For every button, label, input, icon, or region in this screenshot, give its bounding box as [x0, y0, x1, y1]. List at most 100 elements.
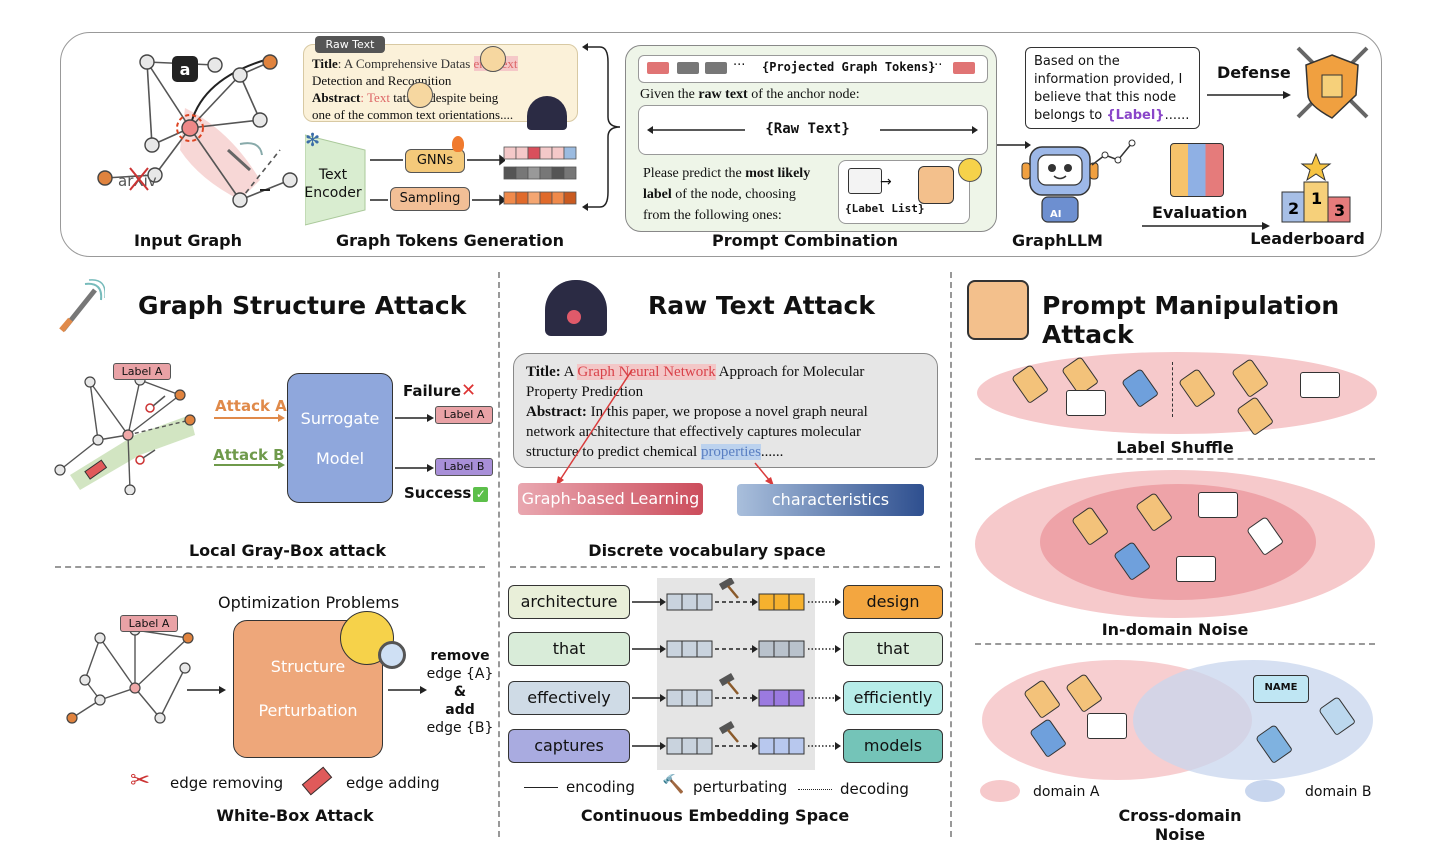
defense-arrow	[1207, 91, 1291, 99]
gnns-box: GNNs	[405, 149, 465, 173]
shuffle-divider	[1172, 362, 1173, 417]
perturbed-cell	[788, 689, 805, 707]
embedding-cell	[681, 737, 698, 755]
hammer-icon	[718, 673, 735, 687]
hammer-legend-icon: 🔨	[662, 774, 685, 795]
hands-icon	[918, 166, 954, 204]
embedding-cell	[681, 593, 698, 611]
ai-tag: AI	[1050, 209, 1061, 220]
legend-decoding: decoding	[798, 780, 909, 798]
embedding-cell	[696, 640, 713, 658]
attack-arrows	[214, 414, 285, 469]
podium-3: 3	[1334, 201, 1345, 220]
word-out-that: that	[843, 632, 943, 666]
perturbed-cell	[773, 689, 790, 707]
matrix-icon	[1170, 143, 1224, 197]
label-shuffle-caption: Label Shuffle	[1116, 438, 1234, 457]
to-perturb-arrow	[187, 686, 226, 694]
output-arrows	[395, 414, 434, 472]
perturbed-cell	[788, 640, 805, 658]
bracket-arrows	[582, 43, 621, 211]
id-card-icon	[1066, 390, 1106, 416]
embedding-cell	[681, 689, 698, 707]
decode-arrowhead	[835, 645, 841, 653]
perturb-result: remove edge {A} & add edge {B}	[426, 648, 494, 736]
hammer-icon	[718, 721, 735, 735]
continuous-caption: Continuous Embedding Space	[580, 806, 850, 825]
paper-text-box: Title: A Graph Neural Network Approach f…	[513, 353, 938, 468]
eraser-icon	[84, 459, 108, 480]
label-list-label: {Label List}	[845, 202, 925, 215]
cross-domain-caption: Cross-domain Noise	[1118, 806, 1242, 844]
embedding-cell	[681, 640, 698, 658]
evaluation-label: Evaluation	[1152, 203, 1248, 222]
sword-icon	[226, 142, 263, 172]
legend-encoding: encoding	[524, 778, 635, 796]
domain-b-label: domain B	[1305, 784, 1372, 800]
success-check-icon: ✓	[473, 487, 489, 502]
white-box-graph	[66, 624, 194, 724]
perturbed-cell	[773, 737, 790, 755]
legend-edge-removing: edge removing	[170, 774, 284, 792]
graph-tokens-caption: Graph Tokens Generation	[336, 231, 564, 250]
word-out-efficiently: efficiently	[843, 681, 943, 715]
top-panel	[60, 32, 1382, 257]
word-in-effectively: effectively	[508, 681, 630, 715]
raw-text-attack-title: Raw Text Attack	[648, 291, 875, 320]
word-out-design: design	[843, 585, 943, 619]
embedding-cell	[696, 689, 713, 707]
perturbed-cell	[788, 737, 805, 755]
replacement-characteristics: characteristics	[737, 484, 924, 516]
output-label-b: Label B	[435, 458, 493, 476]
raw-text-slot-label: {Raw Text}	[765, 121, 850, 137]
perturb-arrowhead	[752, 598, 758, 606]
token-arrows	[370, 154, 505, 206]
legend-edge-adding: edge adding	[346, 774, 440, 792]
success-label: Success✓	[404, 484, 489, 502]
divider-vertical-2	[950, 272, 952, 837]
robot-icon: AI	[1021, 139, 1136, 223]
to-llm-arrow	[997, 141, 1031, 149]
raw-text-tag: Raw Text	[315, 36, 385, 53]
token-ellipsis: ···	[733, 58, 746, 73]
id-card-icon	[1176, 556, 1216, 582]
perturbed-cell	[773, 593, 790, 611]
embedding-cell	[666, 593, 683, 611]
card-stack-icon	[848, 168, 882, 194]
encode-arrowhead	[660, 742, 666, 750]
decode-arrowhead	[835, 598, 841, 606]
id-card-icon	[1300, 372, 1340, 398]
input-graph: a arXiv	[97, 54, 298, 208]
text-encoder	[305, 134, 366, 226]
name-tag-icon: NAME	[1253, 675, 1309, 703]
perturb-arrowhead	[752, 742, 758, 750]
surrogate-model: Surrogate Model	[287, 373, 393, 503]
domain-a-label: domain A	[1033, 784, 1100, 800]
perturbed-cell	[758, 640, 775, 658]
worried-face-icon	[958, 158, 982, 182]
leaderboard-icon: 2 1 3	[1281, 152, 1351, 223]
to-result-arrow	[388, 686, 427, 694]
prompt-caption: Prompt Combination	[712, 231, 898, 250]
graph-structure-title: Graph Structure Attack	[138, 291, 467, 320]
predict-text: Please predict the most likely label of …	[643, 166, 811, 223]
decode-arrowhead	[835, 742, 841, 750]
word-in-that: that	[508, 632, 630, 666]
decode-arrowhead	[835, 694, 841, 702]
divider-right-1	[975, 458, 1375, 460]
hands-large-icon	[967, 280, 1029, 340]
embedding-cell	[666, 737, 683, 755]
domain-a-legend-icon	[980, 780, 1020, 802]
snowflake-icon: ✻	[305, 130, 321, 151]
word-in-architecture: architecture	[508, 585, 630, 619]
divider-vertical-1	[498, 272, 500, 837]
hammer-handle	[727, 729, 739, 743]
failure-x-icon: ✕	[461, 380, 477, 401]
white-box-caption: White-Box Attack	[216, 806, 374, 825]
hacker-icon	[527, 96, 567, 130]
discrete-caption: Discrete vocabulary space	[588, 541, 826, 560]
skull-icon	[567, 310, 581, 324]
label-a-tag: Label A	[113, 363, 171, 380]
word-out-models: models	[843, 729, 943, 763]
attack-a-label: Attack A	[215, 397, 287, 415]
